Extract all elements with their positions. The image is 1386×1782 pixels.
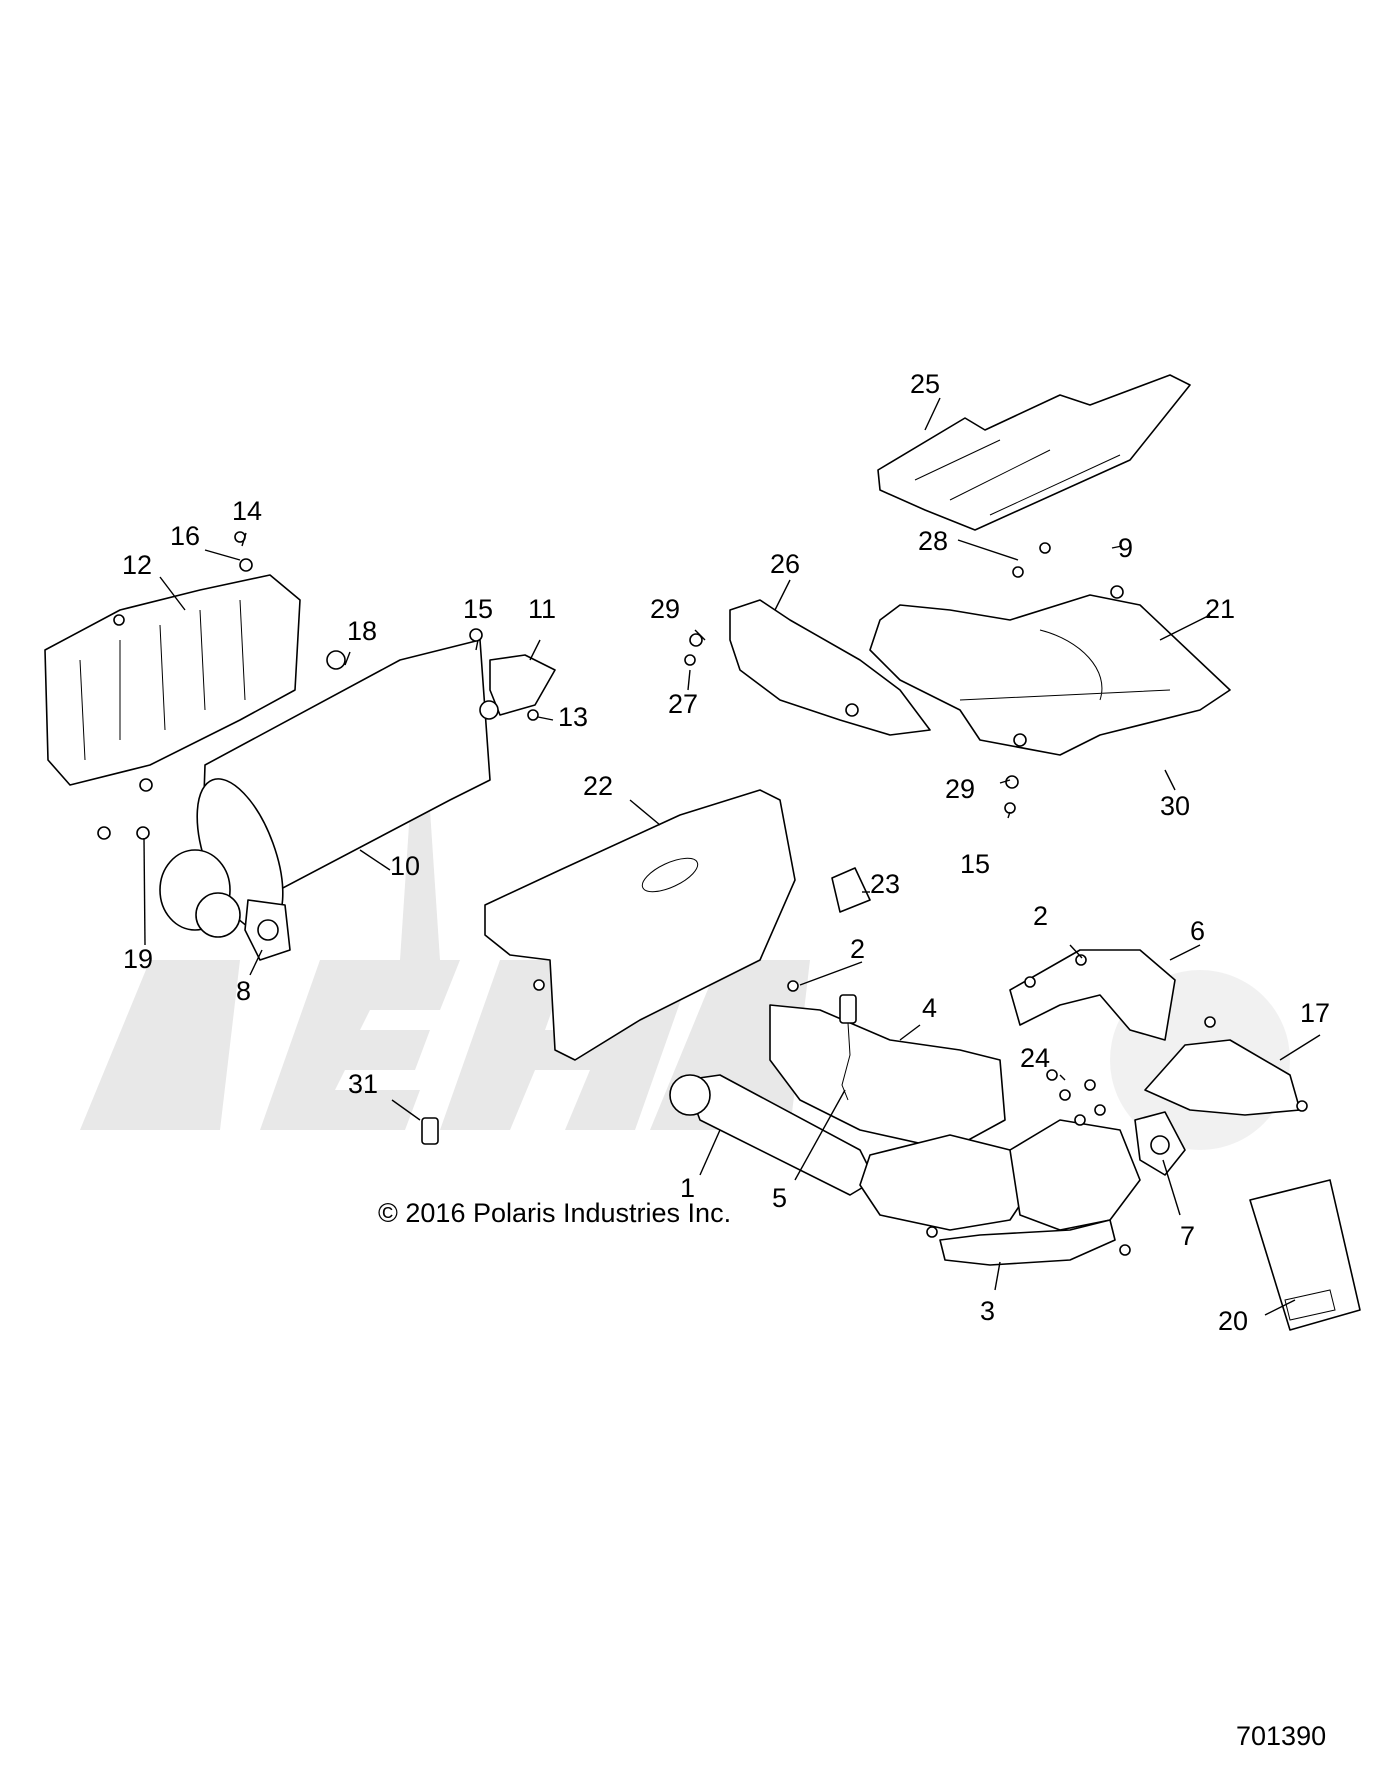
callout-15: 15 <box>463 594 493 624</box>
callout-24: 24 <box>1020 1043 1050 1073</box>
callout-1: 1 <box>680 1173 695 1203</box>
heat-shield-6 <box>1009 949 1176 1041</box>
callout-17: 17 <box>1300 998 1330 1028</box>
callout-28: 28 <box>918 526 948 556</box>
document-number: 701390 <box>1236 1721 1326 1751</box>
callout-8: 8 <box>236 976 251 1006</box>
callout-labels: 25 9 28 14 16 12 26 21 29 27 15 11 18 13… <box>122 369 1330 1336</box>
callout-9: 9 <box>1118 533 1133 563</box>
callout-4: 4 <box>922 993 937 1023</box>
callout-10: 10 <box>390 851 420 881</box>
muffler <box>159 639 491 938</box>
fasteners <box>97 531 1308 1256</box>
heat-shield-right <box>869 594 1231 756</box>
catalytic-converter <box>859 1119 1141 1231</box>
callout-12: 12 <box>122 550 152 580</box>
callout-21: 21 <box>1205 594 1235 624</box>
callout-3: 3 <box>980 1296 995 1326</box>
callout-27: 27 <box>668 689 698 719</box>
callout-22: 22 <box>583 771 613 801</box>
callout-19: 19 <box>123 944 153 974</box>
callout-30: 30 <box>1160 791 1190 821</box>
callout-25: 25 <box>910 369 940 399</box>
callout-7: 7 <box>1180 1221 1195 1251</box>
callout-6: 6 <box>1190 916 1205 946</box>
gasket-left <box>244 899 291 961</box>
heat-shield-narrow <box>729 599 931 736</box>
leader-lines <box>143 397 1321 1316</box>
callout-2-center: 2 <box>850 934 865 964</box>
callout-23: 23 <box>870 869 900 899</box>
callout-18: 18 <box>347 616 377 646</box>
heat-shield-left <box>44 574 301 786</box>
callout-14: 14 <box>232 496 262 526</box>
bracket-3 <box>939 1219 1116 1266</box>
skid-plate-top <box>877 374 1191 531</box>
callout-31: 31 <box>348 1069 378 1099</box>
callout-13: 13 <box>558 702 588 732</box>
callout-11: 11 <box>528 594 556 624</box>
callout-15-right: 15 <box>960 849 990 879</box>
copyright-notice: © 2016 Polaris Industries Inc. <box>378 1198 731 1228</box>
gasket-right <box>1134 1111 1186 1176</box>
callout-29-right: 29 <box>945 774 975 804</box>
clip-31 <box>421 1117 439 1145</box>
callout-2: 2 <box>1033 901 1048 931</box>
head-pipe <box>669 1074 876 1196</box>
isolator-block <box>831 867 871 913</box>
heat-shield-4 <box>769 1004 1006 1151</box>
callout-16: 16 <box>170 521 200 551</box>
outlet-tip <box>489 654 556 716</box>
callout-29: 29 <box>650 594 680 624</box>
callout-20: 20 <box>1218 1306 1248 1336</box>
callout-5: 5 <box>772 1183 787 1213</box>
plate-20 <box>1249 1179 1361 1331</box>
o2-sensor <box>839 994 857 1101</box>
callout-26: 26 <box>770 549 800 579</box>
heat-shield-center <box>484 789 796 1061</box>
heat-shield-17 <box>1144 1039 1301 1116</box>
